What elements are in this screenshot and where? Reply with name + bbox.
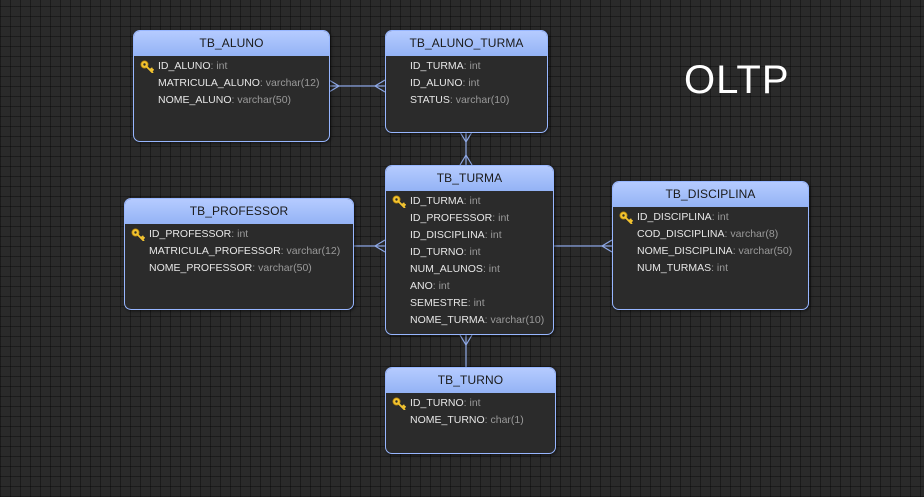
field-type: : varchar(12)	[280, 245, 341, 257]
field-type: : char(1)	[484, 414, 524, 426]
relationship-disciplina-turma[interactable]	[554, 239, 613, 253]
field-row[interactable]: SEMESTRE: int	[386, 295, 553, 312]
field-type: : int	[467, 297, 485, 309]
relationship-aluno-turma-turma[interactable]	[459, 131, 473, 166]
field-row[interactable]: ID_PROFESSOR: int	[386, 210, 553, 227]
field-type: : int	[463, 60, 481, 72]
field-name: COD_DISCIPLINA	[637, 228, 725, 240]
field-name: ID_ALUNO	[410, 77, 463, 89]
primary-key-field[interactable]: ID_ALUNO: int	[134, 58, 329, 75]
field-type: : int	[492, 212, 510, 224]
field-row[interactable]: ANO: int	[386, 278, 553, 295]
field-row[interactable]: NUM_TURMAS: int	[613, 260, 808, 277]
field-type: : varchar(12)	[259, 77, 320, 89]
field-type: : int	[432, 280, 450, 292]
primary-key-icon	[140, 60, 154, 73]
field-name: ID_TURNO	[410, 397, 464, 409]
field-type: : int	[484, 229, 502, 241]
entity-header[interactable]: TB_TURNO	[386, 368, 555, 393]
field-name: ID_TURNO	[410, 246, 464, 258]
field-name: ID_ALUNO	[158, 60, 211, 72]
field-name: MATRICULA_ALUNO	[158, 77, 260, 89]
field-type: : varchar(50)	[231, 94, 292, 106]
field-row[interactable]: COD_DISCIPLINA: varchar(8)	[613, 226, 808, 243]
relationship-aluno-aluno-turma[interactable]	[328, 79, 386, 93]
diagram-title: OLTP	[684, 58, 790, 102]
primary-key-field[interactable]: ID_TURNO: int	[386, 395, 555, 412]
field-type: : varchar(50)	[732, 245, 793, 257]
field-row[interactable]: MATRICULA_PROFESSOR: varchar(12)	[125, 243, 353, 260]
entity-header[interactable]: TB_PROFESSOR	[125, 199, 353, 224]
primary-key-icon	[392, 397, 406, 410]
field-row[interactable]: ID_TURMA: int	[386, 58, 547, 75]
entity-header[interactable]: TB_TURMA	[386, 166, 553, 191]
primary-key-field[interactable]: ID_PROFESSOR: int	[125, 226, 353, 243]
field-row[interactable]: NUM_ALUNOS: int	[386, 261, 553, 278]
field-name: ANO	[410, 280, 433, 292]
field-name: MATRICULA_PROFESSOR	[149, 245, 281, 257]
field-name: NOME_TURNO	[410, 414, 485, 426]
field-type: : varchar(8)	[724, 228, 779, 240]
field-name: NUM_ALUNOS	[410, 263, 483, 275]
field-name: ID_PROFESSOR	[149, 228, 232, 240]
field-type: : int	[463, 246, 481, 258]
field-name: ID_TURMA	[410, 195, 464, 207]
primary-key-icon	[131, 228, 145, 241]
field-type: : int	[463, 397, 481, 409]
field-type: : int	[462, 77, 480, 89]
field-row[interactable]: STATUS: varchar(10)	[386, 92, 547, 109]
primary-key-icon	[392, 195, 406, 208]
relationship-turno-turma[interactable]	[459, 334, 473, 367]
entity-header[interactable]: TB_DISCIPLINA	[613, 182, 808, 207]
field-name: NOME_PROFESSOR	[149, 262, 253, 274]
entity-header[interactable]: TB_ALUNO_TURMA	[386, 31, 547, 56]
field-row[interactable]: MATRICULA_ALUNO: varchar(12)	[134, 75, 329, 92]
field-row[interactable]: NOME_PROFESSOR: varchar(50)	[125, 260, 353, 277]
field-type: : int	[231, 228, 249, 240]
field-name: NOME_TURMA	[410, 314, 485, 326]
entity-header[interactable]: TB_ALUNO	[134, 31, 329, 56]
field-type: : varchar(10)	[449, 94, 510, 106]
field-name: ID_TURMA	[410, 60, 464, 72]
field-name: ID_DISCIPLINA	[637, 211, 712, 223]
field-name: STATUS	[410, 94, 450, 106]
field-row[interactable]: NOME_ALUNO: varchar(50)	[134, 92, 329, 109]
field-type: : int	[711, 262, 729, 274]
field-row[interactable]: ID_TURNO: int	[386, 244, 553, 261]
field-row[interactable]: ID_DISCIPLINA: int	[386, 227, 553, 244]
field-row[interactable]: NOME_TURMA: varchar(10)	[386, 312, 553, 329]
relationship-professor-turma[interactable]	[353, 239, 386, 253]
field-name: NOME_DISCIPLINA	[637, 245, 733, 257]
field-type: : int	[210, 60, 228, 72]
field-type: : varchar(10)	[484, 314, 545, 326]
field-row[interactable]: ID_ALUNO: int	[386, 75, 547, 92]
field-type: : varchar(50)	[252, 262, 312, 274]
field-type: : int	[711, 211, 729, 223]
field-name: NUM_TURMAS	[637, 262, 712, 274]
field-name: SEMESTRE	[410, 297, 468, 309]
field-name: ID_DISCIPLINA	[410, 229, 485, 241]
field-type: : int	[482, 263, 500, 275]
field-type: : int	[463, 195, 481, 207]
primary-key-field[interactable]: ID_TURMA: int	[386, 193, 553, 210]
field-row[interactable]: NOME_TURNO: char(1)	[386, 412, 555, 429]
field-row[interactable]: NOME_DISCIPLINA: varchar(50)	[613, 243, 808, 260]
primary-key-icon	[619, 211, 633, 224]
field-name: ID_PROFESSOR	[410, 212, 493, 224]
field-name: NOME_ALUNO	[158, 94, 232, 106]
primary-key-field[interactable]: ID_DISCIPLINA: int	[613, 209, 808, 226]
